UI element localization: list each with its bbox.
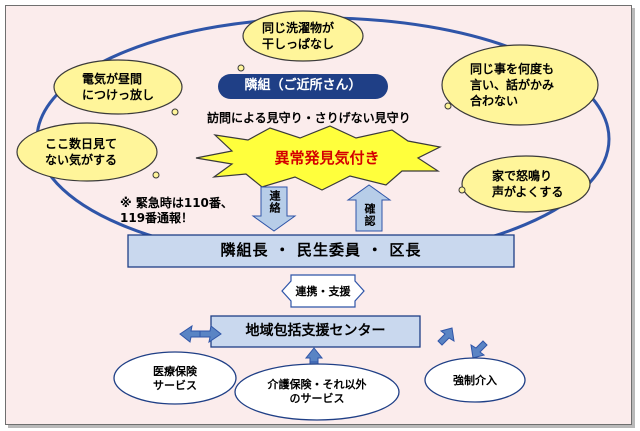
leaders-box-label: 隣組長 ・ 民生委員 ・ 区長 [220,241,422,259]
cooperation-label: 連携・支援 [295,285,351,298]
cloud-lights-shape [53,59,183,115]
arrow-up-label: 確認 [363,203,376,227]
service-forced-label: 強制介入 [453,374,497,387]
title-pill-label: 隣組（ご近所さん） [244,78,362,93]
leaders-box-shape [127,234,515,268]
center-box-shape [210,315,421,348]
arrow-down-contact [251,186,297,232]
service-medical-shape [113,351,237,405]
cloud-lights-text: 電気が昼間 につけっ放し [82,72,155,102]
alert-burst-shape [195,125,442,191]
cloud-absence-shape [16,122,158,182]
center-box-label: 地域包括支援センター [245,323,386,339]
arrow-up-confirm [346,184,392,232]
cloud-repeat-text: 同じ事を何度も 言い、話がかみ 合わない [470,62,555,108]
cloud-repeat-shape [441,44,599,126]
double-arrow-left [179,324,222,344]
service-medical-label: 医療保険 サービス [153,365,197,392]
cloud-yelling-text: 家で怒鳴り 声がよくする [492,169,564,199]
cloud-yelling-shape [461,155,591,213]
service-care-shape [234,363,400,421]
arrow-down-label: 連絡 [268,190,281,214]
watch-text: 訪問による見守り・さりげない見守り [207,111,411,125]
cloud-laundry-text: 同じ洗濯物が 干しっぱなし [262,21,335,51]
emergency-note: ※ 緊急時は110番、 119番通報！ [120,196,233,225]
service-care-label: 介護保険・それ以外 のサービス [267,378,367,405]
alert-burst-label: 異常発見気付き [274,149,380,167]
cooperation-arrow-shape [281,274,365,308]
cloud-absence-text: ここ数日見て ない気がする [45,137,118,167]
service-forced-shape [424,357,526,403]
double-arrow-right [437,327,488,359]
cloud-laundry-shape [242,10,364,62]
title-pill-shape [218,74,388,99]
